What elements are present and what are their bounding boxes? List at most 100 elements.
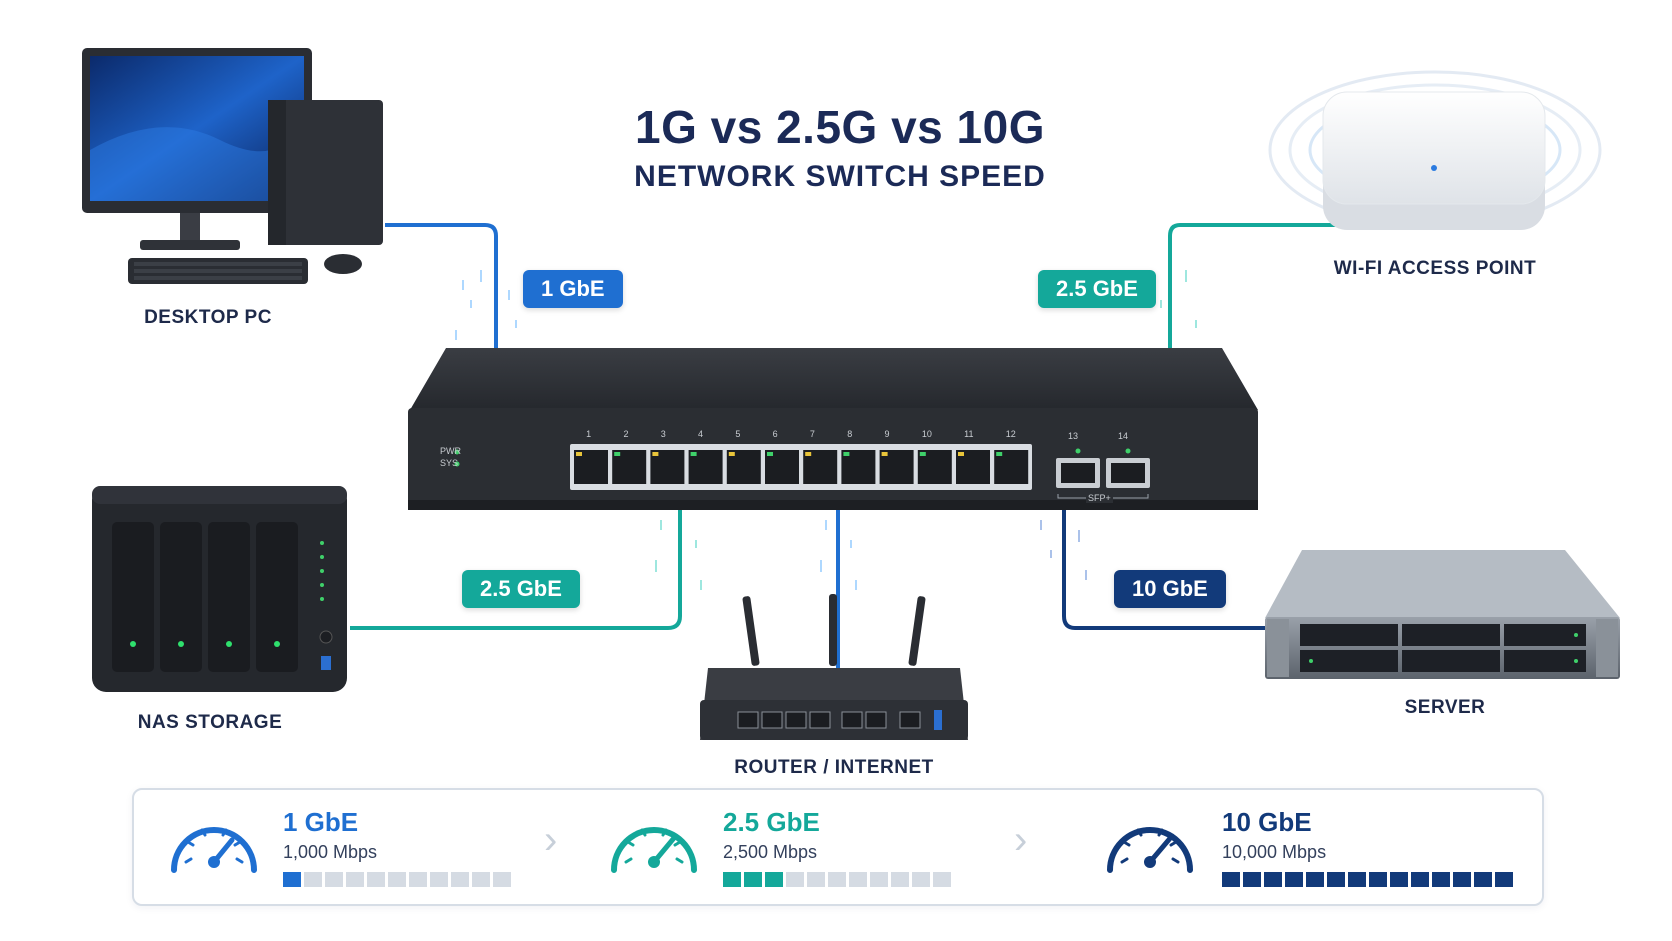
port-number: 4	[698, 429, 704, 439]
router	[700, 594, 968, 740]
link-badge-access-point: 2.5 GbE	[1038, 270, 1156, 308]
speed-bar-segment	[304, 872, 322, 887]
port-led	[805, 452, 812, 456]
router-label: ROUTER / INTERNET	[734, 757, 934, 778]
port-led	[767, 452, 773, 456]
port-led	[728, 452, 735, 456]
port-led	[843, 452, 850, 456]
port-number: 3	[660, 429, 666, 439]
speed-1g-level-bar	[283, 872, 511, 887]
speed-bar-segment	[367, 872, 385, 887]
port-led	[576, 452, 582, 456]
speedometer-icon	[611, 827, 697, 873]
chevron-right-icon: ›	[1014, 818, 1028, 862]
cable-access-point	[1168, 223, 1345, 372]
speed-bar-segment	[1495, 872, 1513, 887]
speed-bar-segment	[744, 872, 762, 887]
port-number: 11	[964, 429, 974, 439]
speed-bar-segment	[870, 872, 888, 887]
speed-bar-segment	[1474, 872, 1492, 887]
port-led	[881, 452, 888, 456]
port-number: 2	[623, 429, 629, 439]
port-number: 1	[586, 429, 592, 439]
speed-bar-segment	[325, 872, 343, 887]
diagram-subtitle: NETWORK SWITCH SPEED	[634, 160, 1046, 193]
speed-bar-segment	[723, 872, 741, 887]
port-number: 5	[735, 429, 741, 439]
chevron-right-icon: ›	[544, 818, 558, 862]
speed-2-5g-title: 2.5 GbE	[723, 807, 820, 837]
port-led	[614, 452, 621, 456]
diagram-title: 1G vs 2.5G vs 10G	[635, 101, 1045, 153]
speed-bar-segment	[891, 872, 909, 887]
desktop-label: DESKTOP PC	[144, 307, 272, 328]
speed-bar-segment	[807, 872, 825, 887]
speed-bar-segment	[1411, 872, 1429, 887]
speed-bar-segment	[1432, 872, 1450, 887]
desktop-pc	[82, 48, 383, 284]
speed-10g-title: 10 GbE	[1222, 807, 1312, 837]
speed-bar-segment	[472, 872, 490, 887]
nas-storage	[92, 486, 347, 692]
speed-1g-title: 1 GbE	[283, 807, 359, 837]
speed-bar-segment	[346, 872, 364, 887]
port-number: 6	[772, 429, 778, 439]
cable-nas	[350, 508, 682, 630]
port-led	[690, 452, 697, 456]
port-number: 9	[884, 429, 890, 439]
network-switch	[408, 348, 1258, 510]
speed-bar-segment	[786, 872, 804, 887]
speed-bar-segment	[765, 872, 783, 887]
link-badge-nas: 2.5 GbE	[462, 570, 580, 608]
speed-10g-mbps: 10,000 Mbps	[1222, 842, 1327, 862]
speed-2-5g-level-bar	[723, 872, 951, 887]
port-number: 7	[809, 429, 815, 439]
speed-1g-mbps: 1,000 Mbps	[283, 842, 378, 862]
speed-bar-segment	[430, 872, 448, 887]
port-led	[958, 452, 964, 456]
speed-bar-segment	[1243, 872, 1261, 887]
server-label: SERVER	[1404, 697, 1486, 718]
port-led	[919, 452, 926, 456]
speed-bar-segment	[1453, 872, 1471, 887]
port-number: 12	[1005, 429, 1016, 439]
speed-bar-segment	[1348, 872, 1366, 887]
speed-bar-segment	[1327, 872, 1345, 887]
port-led	[652, 452, 659, 456]
speed-bar-segment	[493, 872, 511, 887]
wifi-access-point	[1268, 70, 1602, 230]
link-badge-desktop: 1 GbE	[523, 270, 623, 308]
switch-sys-label: SYS	[440, 458, 459, 468]
cable-desktop	[385, 223, 498, 372]
speed-bar-segment	[388, 872, 406, 887]
speed-bar-segment	[1306, 872, 1324, 887]
speedometer-icon	[171, 827, 257, 873]
access-point-label: WI-FI ACCESS POINT	[1333, 258, 1537, 279]
cable-server	[1062, 508, 1265, 630]
speed-bar-segment	[1369, 872, 1387, 887]
port-number: 8	[847, 429, 853, 439]
speed-bar-segment	[409, 872, 427, 887]
speed-bar-segment	[1390, 872, 1408, 887]
speed-bar-segment	[912, 872, 930, 887]
speedometer-icon	[1107, 827, 1193, 873]
speed-bar-segment	[828, 872, 846, 887]
speed-bar-segment	[849, 872, 867, 887]
speed-10g-level-bar	[1222, 872, 1513, 887]
speed-bar-segment	[1264, 872, 1282, 887]
speed-bar-segment	[283, 872, 301, 887]
speed-bar-segment	[451, 872, 469, 887]
switch-port-14-label: 14	[1118, 431, 1129, 441]
link-badge-server: 10 GbE	[1114, 570, 1226, 608]
switch-port-13-label: 13	[1068, 431, 1079, 441]
speed-bar-segment	[1222, 872, 1240, 887]
nas-label: NAS STORAGE	[137, 712, 283, 733]
speed-bar-segment	[1285, 872, 1303, 887]
speed-bar-segment	[933, 872, 951, 887]
switch-pwr-label: PWR	[440, 446, 461, 456]
speed-2-5g-mbps: 2,500 Mbps	[723, 842, 818, 862]
port-led	[996, 452, 1003, 456]
port-number: 10	[921, 429, 932, 439]
